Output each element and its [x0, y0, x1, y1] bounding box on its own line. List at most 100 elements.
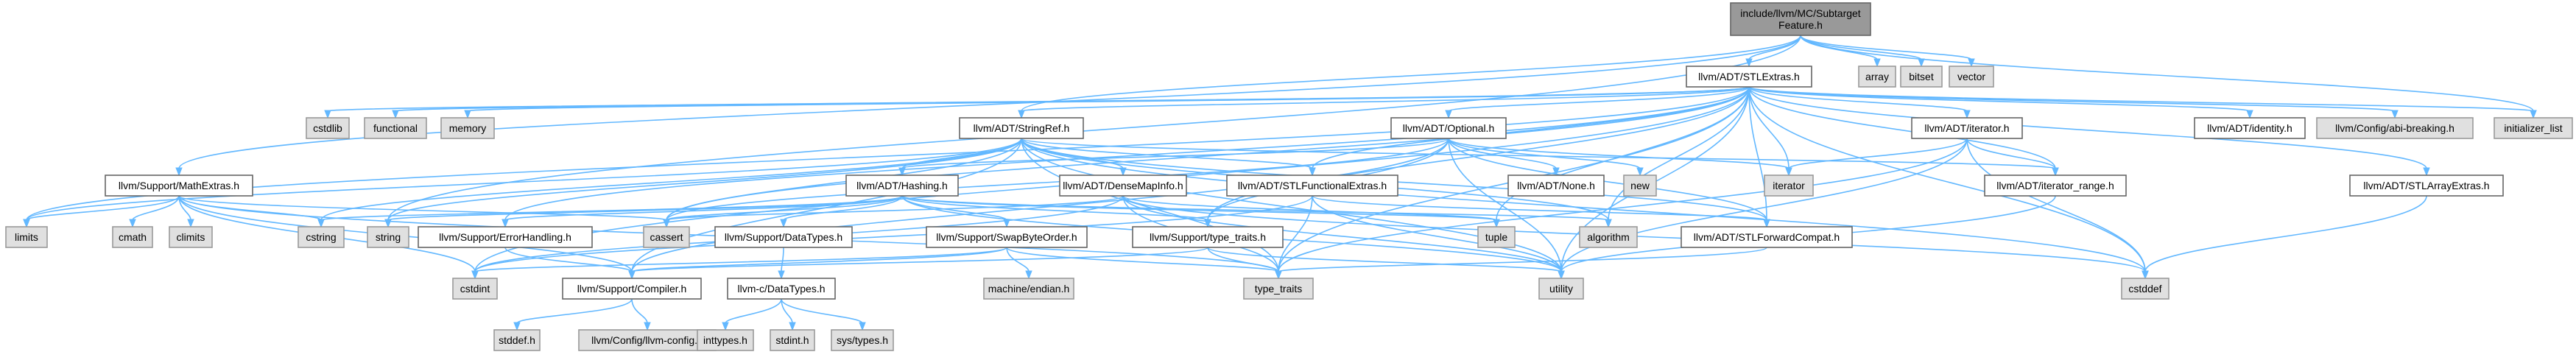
node-memory: memory [440, 117, 495, 139]
node-tuple: tuple [1477, 226, 1516, 248]
node-llvm-adt-stlfunctionalextras-h[interactable]: llvm/ADT/STLFunctionalExtras.h [1226, 175, 1398, 197]
node-new: new [1623, 175, 1657, 197]
node-label: Feature.h [1778, 19, 1823, 31]
node-box [1681, 226, 1853, 248]
node-inttypes-h: inttypes.h [697, 329, 754, 351]
node-label: bitset [1909, 71, 1934, 82]
edge-stlextras-to-stlarray [1748, 86, 2430, 177]
node-stddef-h: stddef.h [493, 329, 541, 351]
node-cstdlib: cstdlib [306, 117, 350, 139]
node-llvm-adt-stlextras-h[interactable]: llvm/ADT/STLExtras.h [1686, 66, 1812, 88]
node-llvm-support-mathextras-h[interactable]: llvm/Support/MathExtras.h [105, 175, 253, 197]
node-box [112, 226, 153, 248]
node-label: llvm/Support/ErrorHandling.h [439, 231, 571, 243]
node-label: machine/endian.h [988, 283, 1070, 295]
node-box [1623, 175, 1657, 197]
node-label: new [1630, 180, 1650, 191]
node-initializer-list: initializer_list [2494, 117, 2573, 139]
edge-stlextras-to-abibreaking [1748, 86, 2399, 119]
node-llvm-adt-identity-h[interactable]: llvm/ADT/identity.h [2194, 117, 2306, 139]
node-label: type_traits [1255, 283, 1303, 295]
edge-stlextras-to-iterator_h [1748, 86, 1971, 119]
node-box [1226, 175, 1398, 197]
node-label: llvm/ADT/STLForwardCompat.h [1694, 231, 1840, 243]
node-box [845, 175, 959, 197]
node-box [562, 278, 702, 300]
node-label: inttypes.h [703, 334, 747, 346]
edge-ctypes-to-stdint [781, 298, 796, 331]
node-llvm-adt-iterator-range-h[interactable]: llvm/ADT/iterator_range.h [1984, 175, 2127, 197]
node-iterator: iterator [1764, 175, 1814, 197]
node-llvm-adt-none-h[interactable]: llvm/ADT/None.h [1507, 175, 1605, 197]
edge-stlextras-to-identity [1748, 86, 2253, 119]
node-llvm-c-datatypes-h[interactable]: llvm-c/DataTypes.h [727, 278, 836, 300]
edge-stlfwd-to-type_traits [1275, 247, 1767, 280]
edge-stlextras-to-iterator_sys [1748, 86, 1792, 177]
node-label: llvm/ADT/STLFunctionalExtras.h [1238, 180, 1387, 191]
node-box [2494, 117, 2573, 139]
node-label: llvm/ADT/Hashing.h [856, 180, 948, 191]
node-label: tuple [1485, 231, 1508, 243]
node-box [643, 226, 690, 248]
edge-stlfunc-to-stlfwd [1312, 195, 1770, 228]
node-box [2194, 117, 2306, 139]
node-box [5, 226, 48, 248]
node-box [1949, 66, 1994, 88]
edge-mathextras-to-cmath [129, 195, 180, 228]
node-box [1764, 175, 1814, 197]
node-llvm-adt-optional-h[interactable]: llvm/ADT/Optional.h [1390, 117, 1507, 139]
edge-ctypes-to-inttypes [722, 298, 782, 331]
node-box [1059, 175, 1187, 197]
node-llvm-adt-stlarrayextras-h[interactable]: llvm/ADT/STLArrayExtras.h [2349, 175, 2504, 197]
node-llvm-support-errorhandling-h[interactable]: llvm/Support/ErrorHandling.h [418, 226, 593, 248]
edge-stlextras-to-optional [1445, 86, 1750, 119]
node-box [714, 226, 853, 248]
node-llvm-support-datatypes-h[interactable]: llvm/Support/DataTypes.h [714, 226, 853, 248]
node-llvm-adt-stringref-h[interactable]: llvm/ADT/StringRef.h [959, 117, 1084, 139]
edge-hashing-to-datatypes [780, 195, 903, 228]
node-label: llvm/Support/type_traits.h [1150, 231, 1266, 243]
node-machine-endian-h: machine/endian.h [983, 278, 1074, 300]
node-label: cstddef [2128, 283, 2161, 295]
node-box [440, 117, 495, 139]
node-box [1477, 226, 1516, 248]
node-cmath: cmath [112, 226, 153, 248]
node-llvm-support-swapbyteorder-h[interactable]: llvm/Support/SwapByteOrder.h [926, 226, 1088, 248]
node-box [418, 226, 593, 248]
node-llvm-adt-densemapinfo-h[interactable]: llvm/ADT/DenseMapInfo.h [1059, 175, 1187, 197]
node-vector: vector [1949, 66, 1994, 88]
node-box [367, 226, 409, 248]
edge-root-to-bitset [1800, 35, 1925, 68]
edge-stlextras-to-stringref [1018, 86, 1750, 119]
node-llvm-support-compiler-h[interactable]: llvm/Support/Compiler.h [562, 278, 702, 300]
node-box [770, 329, 815, 351]
node-box [364, 117, 427, 139]
node-label: functional [373, 122, 418, 134]
node-llvm-support-type-traits-h[interactable]: llvm/Support/type_traits.h [1132, 226, 1284, 248]
node-llvm-adt-hashing-h[interactable]: llvm/ADT/Hashing.h [845, 175, 959, 197]
node-box [1579, 226, 1638, 248]
node-box [1390, 117, 1507, 139]
node-label: cstring [306, 231, 336, 243]
node-label: llvm/ADT/StringRef.h [974, 122, 1070, 134]
node-llvm-adt-stlforwardcompat-h[interactable]: llvm/ADT/STLForwardCompat.h [1681, 226, 1853, 248]
node-label: cstdint [460, 283, 490, 295]
edge-hashing-to-string [384, 195, 903, 228]
node-label: llvm/Support/DataTypes.h [725, 231, 842, 243]
node-label: iterator [1773, 180, 1805, 191]
node-box [452, 278, 498, 300]
node-functional: functional [364, 117, 427, 139]
edge-stlextras-to-initlist [1748, 86, 2537, 119]
edge-stlextras-to-stlfwd [1748, 86, 1770, 228]
node-label: string [376, 231, 401, 243]
node-box [306, 117, 350, 139]
edge-optional-to-new [1448, 138, 1644, 177]
node-label: llvm/Config/llvm-config.h [591, 334, 703, 346]
edge-compiler-to-llvmconfig [631, 298, 651, 331]
edges-layer [23, 35, 2537, 331]
node-string: string [367, 226, 409, 248]
node-llvm-adt-iterator-h[interactable]: llvm/ADT/iterator.h [1911, 117, 2023, 139]
node-box [1132, 226, 1284, 248]
